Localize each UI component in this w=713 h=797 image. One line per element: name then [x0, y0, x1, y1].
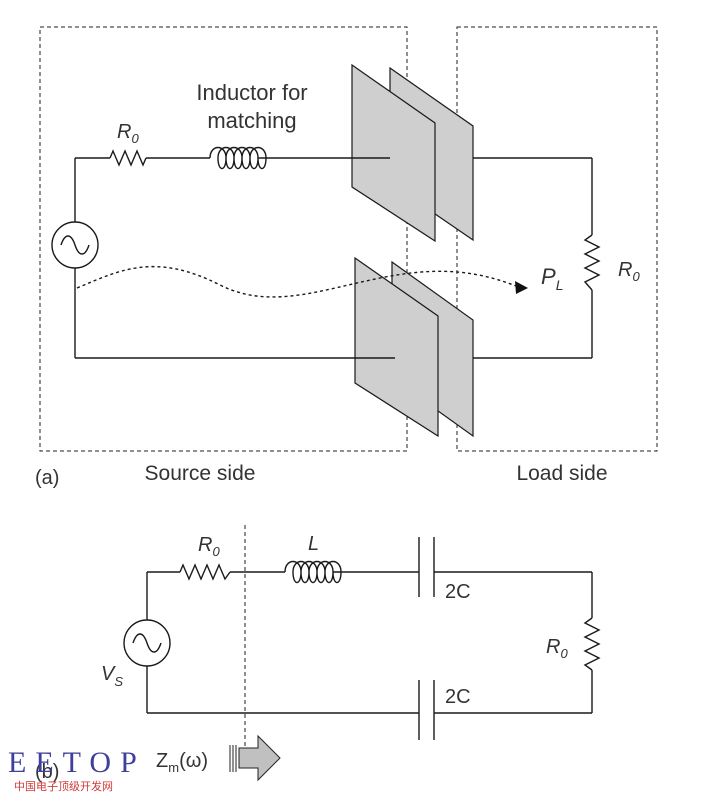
inductor-matching — [209, 146, 274, 170]
b-inductor-l — [284, 560, 349, 584]
power-flow-curve — [76, 265, 517, 298]
vs-label: VS — [101, 663, 123, 689]
b-cap-top-label: 2C — [445, 581, 471, 603]
zm-label: Zm(ω) — [156, 750, 208, 775]
load-side-label: Load side — [516, 462, 607, 485]
zm-arrow-icon — [229, 734, 281, 782]
sine-icon — [60, 235, 90, 255]
source-side-label: Source side — [145, 462, 256, 485]
panel-b: R0 L 2C 2C R0 VS Zm(ω) (b) — [35, 525, 601, 783]
resistor-r0-source — [109, 149, 147, 167]
b-inductor-label: L — [308, 533, 319, 555]
plate-top-front — [351, 63, 436, 243]
power-label: PL — [541, 264, 563, 293]
b-r0-load-label: R0 — [546, 636, 568, 661]
r0-load-label: R0 — [618, 259, 640, 284]
inductor-label-line2: matching — [207, 108, 296, 133]
watermark-subtitle: 中国电子顶级开发网 — [14, 779, 113, 793]
ac-source-a — [51, 221, 99, 269]
b-resistor-r0-load — [583, 617, 601, 671]
plate-bottom-front — [354, 256, 439, 438]
r0-source-label: R0 — [117, 121, 139, 146]
watermark-logo: EETOP — [8, 746, 146, 779]
b-resistor-r0-source — [179, 563, 231, 581]
power-flow-arrowhead — [515, 281, 528, 294]
ac-source-b — [123, 619, 171, 667]
source-side-box — [39, 26, 408, 452]
sine-icon — [132, 633, 162, 653]
panel-a-tag: (a) — [35, 467, 59, 489]
b-cap-bottom-label: 2C — [445, 686, 471, 708]
inductor-label-line1: Inductor for — [196, 80, 307, 105]
panel-a: Inductor for matching R0 PL R0 (a) Sourc… — [35, 26, 658, 489]
resistor-r0-load — [583, 234, 601, 291]
panel-b-tag: (b) — [35, 761, 59, 783]
load-side-box — [456, 26, 658, 452]
b-r0-source-label: R0 — [198, 534, 220, 559]
